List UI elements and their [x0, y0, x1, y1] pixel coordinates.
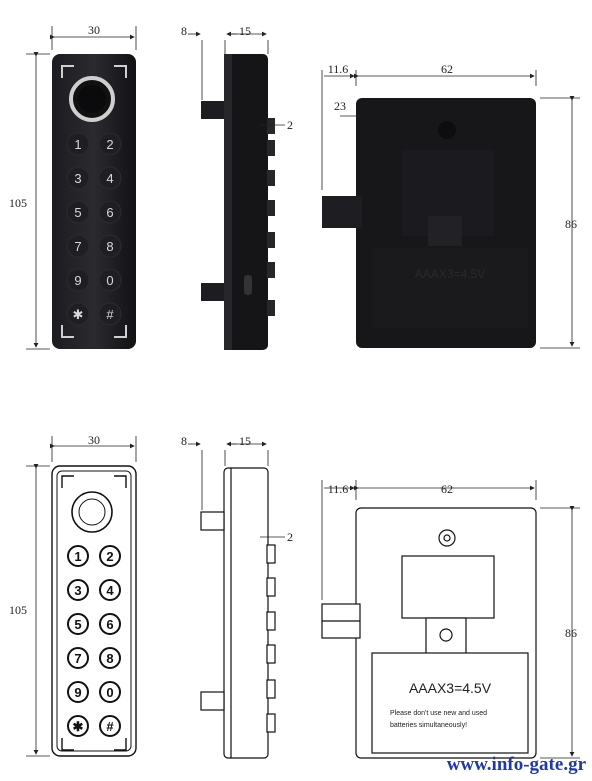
dim-top-lock-width: 62	[441, 62, 453, 76]
key-label-7: 8	[106, 651, 113, 666]
battery-cover-embossed: AAAX3=4.5V	[415, 267, 485, 281]
lock-body-drawing	[321, 507, 537, 759]
battery-label: AAAX3=4.5V	[409, 680, 492, 696]
key-0	[67, 545, 89, 567]
key-label-5: 6	[106, 205, 113, 220]
battery-note-line1: Please don't use new and used	[390, 710, 487, 717]
dim-bot-lock-height: 86	[565, 626, 577, 640]
key-label-3: 4	[106, 171, 113, 186]
key-label-0: 1	[74, 549, 81, 564]
side-profile-photo	[201, 54, 275, 350]
key-label-8: 9	[74, 273, 81, 288]
key-label-0: 1	[74, 137, 81, 152]
dim-bot-lock-offset: 11.6	[328, 482, 349, 496]
battery-note-line2: batteries simultaneously!	[390, 722, 467, 729]
key-8	[66, 268, 90, 292]
key-label-2: 3	[74, 171, 81, 186]
key-label-1: 2	[106, 137, 113, 152]
key-0	[66, 132, 90, 156]
key-2	[66, 166, 90, 190]
key-label-7: 8	[106, 239, 113, 254]
key-7	[99, 647, 121, 669]
dim-bot-lock-width: 62	[441, 482, 453, 496]
dim-bot-side-a: 8	[181, 434, 187, 448]
key-10	[66, 302, 90, 326]
key-6	[67, 647, 89, 669]
dim-top-lock-inner: 23	[334, 99, 346, 113]
dim-top-side-b: 15	[239, 24, 251, 38]
dim-top-lock-offset: 11.6	[328, 62, 349, 76]
dim-top-side-c: 2	[287, 118, 293, 132]
key-label-10: ✱	[73, 719, 84, 734]
key-7	[98, 234, 122, 258]
key-label-2: 3	[74, 583, 81, 598]
key-10	[67, 715, 89, 737]
key-label-4: 5	[74, 617, 81, 632]
dim-bot-height: 105	[9, 603, 27, 617]
dim-top-keypad-width: 30	[88, 23, 100, 37]
key-label-4: 5	[74, 205, 81, 220]
key-3	[99, 579, 121, 601]
lock-body-photo: AAAX3=4.5V	[322, 98, 536, 348]
key-9	[99, 681, 121, 703]
key-label-10: ✱	[73, 307, 84, 322]
key-11	[99, 715, 121, 737]
key-5	[98, 200, 122, 224]
key-3	[98, 166, 122, 190]
dim-top-side-a: 8	[181, 24, 187, 38]
watermark: www.info-gate.gr	[447, 754, 587, 775]
key-label-3: 4	[106, 583, 114, 598]
key-4	[67, 613, 89, 635]
key-8	[67, 681, 89, 703]
key-1	[98, 132, 122, 156]
keypad-front-photo: 1 2 3 4 5 6 7 8 9 0 ✱ #	[52, 54, 136, 349]
dim-bot-side-b: 15	[239, 434, 251, 448]
key-label-6: 7	[74, 651, 81, 666]
dim-top-lock-height: 86	[565, 217, 577, 231]
key-11	[98, 302, 122, 326]
key-1	[99, 545, 121, 567]
key-label-5: 6	[106, 617, 113, 632]
key-label-1: 2	[106, 549, 113, 564]
key-label-6: 7	[74, 239, 81, 254]
key-label-9: 0	[106, 685, 113, 700]
key-6	[66, 234, 90, 258]
dim-bot-keypad-width: 30	[88, 433, 100, 447]
keypad-front-drawing: 1 2 3 4 5 6 7 8 9 0 ✱ #	[51, 465, 137, 757]
dim-top-height: 105	[9, 196, 27, 210]
key-label-11: #	[106, 719, 114, 734]
key-label-9: 0	[106, 273, 113, 288]
key-4	[66, 200, 90, 224]
key-5	[99, 613, 121, 635]
side-profile-drawing	[200, 467, 276, 759]
key-2	[67, 579, 89, 601]
key-label-8: 9	[74, 685, 81, 700]
dim-bot-side-c: 2	[287, 530, 293, 544]
key-9	[98, 268, 122, 292]
key-label-11: #	[106, 307, 114, 322]
